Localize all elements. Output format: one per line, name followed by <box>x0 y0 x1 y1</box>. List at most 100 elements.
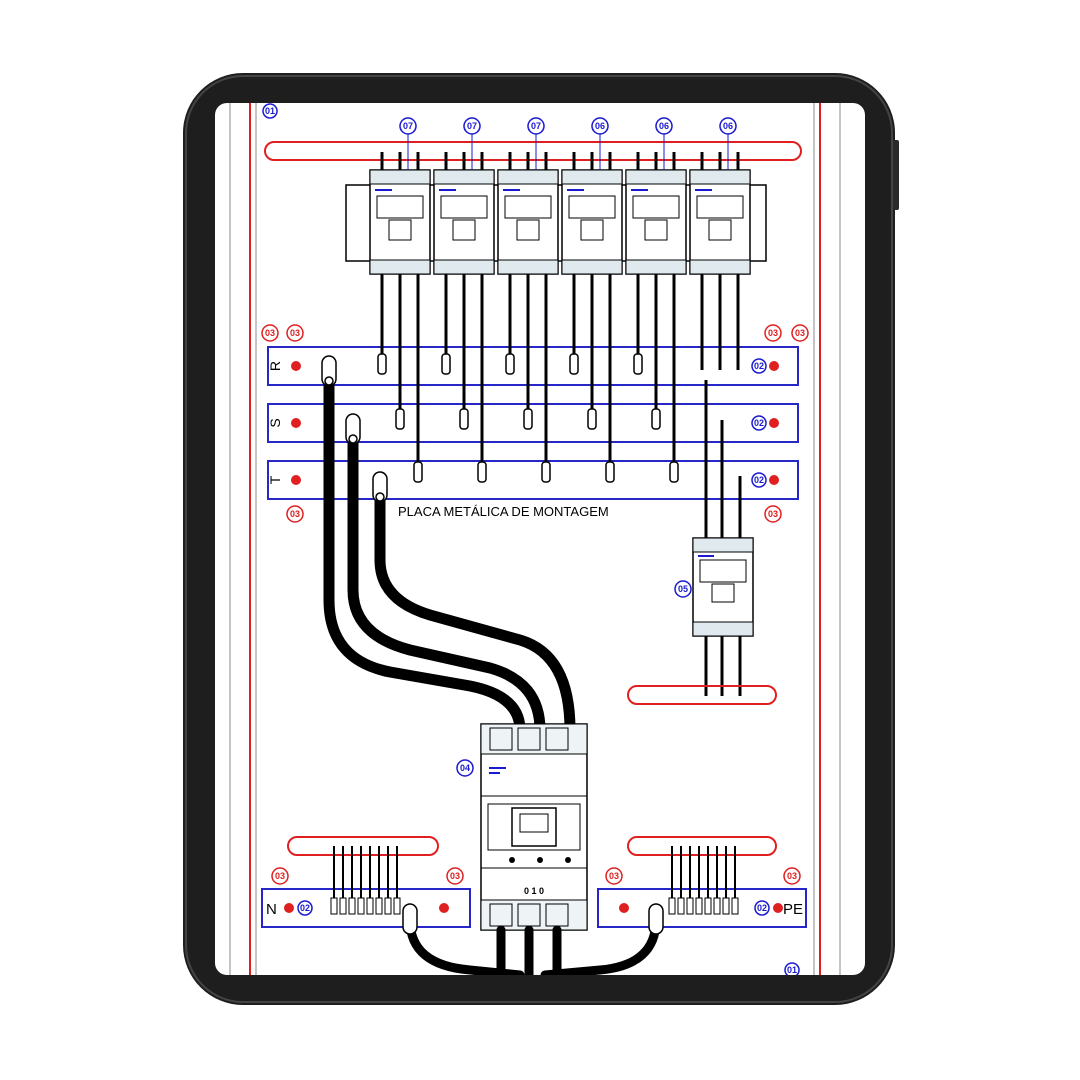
neutral-bar: N 02 <box>261 888 471 935</box>
terminal-screw <box>713 897 721 915</box>
support-tag <box>286 505 304 523</box>
svg-text:07: 07 <box>531 121 541 131</box>
terminal-screw <box>686 897 694 915</box>
support-tags: 03 03 03 03 03 03 03 03 03 03 <box>261 324 809 885</box>
cable-lug <box>505 353 515 375</box>
phase-label-t: T <box>267 475 283 484</box>
busbar-bolt <box>291 361 301 371</box>
support-tag-text: 03 <box>450 871 460 881</box>
busbar-end-tag <box>751 358 767 374</box>
cable-lug <box>459 408 469 430</box>
support-tag-text: 03 <box>290 328 300 338</box>
terminal-screw <box>384 897 392 915</box>
support-tag <box>271 867 289 885</box>
support-tag-text: 03 <box>609 871 619 881</box>
cable-lug <box>413 461 423 483</box>
terminal-screw <box>722 897 730 915</box>
support-tag <box>764 324 782 342</box>
support-tag <box>446 867 464 885</box>
svg-text:01: 01 <box>787 965 797 975</box>
busbar-t: T <box>267 460 799 500</box>
svg-text:02: 02 <box>757 903 767 913</box>
cable-lug <box>569 353 579 375</box>
terminal-screw <box>695 897 703 915</box>
top-din-rail <box>264 141 802 161</box>
branch-breaker: 05 <box>674 380 754 696</box>
branch-cables <box>377 274 740 483</box>
tablet-frame-edge <box>185 75 893 1003</box>
phase-label-r: R <box>267 361 283 371</box>
terminal-screw <box>366 897 374 915</box>
busbar-bolt <box>291 475 301 485</box>
neutral-label: N <box>266 901 277 918</box>
mini-breaker: 06 <box>561 117 623 275</box>
support-tag-text: 03 <box>787 871 797 881</box>
busbar-r: R <box>267 346 799 386</box>
cable-lug <box>669 461 679 483</box>
mini-breaker-tag: 07 <box>527 117 545 170</box>
mini-breaker-tag: 07 <box>463 117 481 170</box>
busbar-bolt <box>769 475 779 485</box>
cable-lug <box>541 461 551 483</box>
busbar-end-tag-text: 02 <box>754 361 764 371</box>
busbar-end-tag-text: 02 <box>754 418 764 428</box>
svg-text:06: 06 <box>595 121 605 131</box>
support-tag <box>791 324 809 342</box>
busbar-bolt <box>769 361 779 371</box>
busbar-end-tag <box>751 415 767 431</box>
terminal-screw <box>339 897 347 915</box>
cable-lug <box>633 353 643 375</box>
cable-lug <box>477 461 487 483</box>
earth-label: PE <box>783 901 803 918</box>
support-tag <box>783 867 801 885</box>
svg-text:06: 06 <box>723 121 733 131</box>
feeder-lugs <box>321 355 388 503</box>
mini-breaker-tag: 06 <box>591 117 609 170</box>
mini-breaker: 06 <box>689 117 751 275</box>
terminal-screw <box>330 897 338 915</box>
busbar-end-tag <box>751 472 767 488</box>
terminal-screw <box>731 897 739 915</box>
terminal-screw <box>375 897 383 915</box>
svg-text:05: 05 <box>678 584 688 594</box>
tablet-side-button <box>893 140 899 210</box>
support-tag-text: 03 <box>768 509 778 519</box>
mini-breaker: 06 <box>625 117 687 275</box>
main-breaker: 0 1 0 04 <box>456 723 588 931</box>
earth-bar: PE 02 <box>597 888 807 935</box>
support-tag <box>605 867 623 885</box>
svg-text:01: 01 <box>265 106 275 116</box>
support-tag <box>764 505 782 523</box>
panel-enclosure <box>229 103 841 975</box>
terminal-screw <box>704 897 712 915</box>
terminal-screw <box>348 897 356 915</box>
support-tag-text: 03 <box>768 328 778 338</box>
busbar-bolt <box>769 418 779 428</box>
busbar-end-tag-text: 02 <box>754 475 764 485</box>
panel-tag-bottom: 01 <box>784 962 800 975</box>
terminal-screw <box>357 897 365 915</box>
cable-lug <box>523 408 533 430</box>
busbar-end-fittings: 02 02 02 <box>291 358 779 488</box>
branch-din-rail <box>627 685 777 705</box>
mini-breaker-tag: 06 <box>655 117 673 170</box>
support-tag-text: 03 <box>795 328 805 338</box>
support-tag-text: 03 <box>290 509 300 519</box>
terminal-screw <box>668 897 676 915</box>
svg-text:02: 02 <box>300 903 310 913</box>
busbar-s: S <box>267 403 799 443</box>
cable-lug <box>395 408 405 430</box>
terminal-combs <box>330 846 739 915</box>
cable-lug <box>441 353 451 375</box>
busbar-bolt <box>291 418 301 428</box>
cable-lug <box>377 353 387 375</box>
support-tag-text: 03 <box>275 871 285 881</box>
plate-label: PLACA METÁLICA DE MONTAGEM <box>398 504 609 519</box>
support-tag-text: 03 <box>265 328 275 338</box>
svg-text:07: 07 <box>403 121 413 131</box>
main-feeder-cables <box>323 366 576 736</box>
svg-text:04: 04 <box>460 763 470 773</box>
mini-breaker-tag: 06 <box>719 117 737 170</box>
terminal-screw <box>677 897 685 915</box>
